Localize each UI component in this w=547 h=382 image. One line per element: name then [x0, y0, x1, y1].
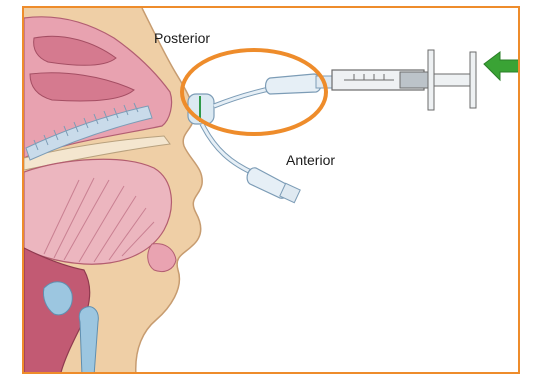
anatomy-illustration	[24, 8, 520, 374]
label-anterior: Anterior	[286, 152, 335, 168]
figure-frame: Posterior Anterior	[22, 6, 520, 374]
syringe	[332, 50, 476, 110]
arrow-left-icon	[484, 52, 520, 80]
posterior-hub	[266, 74, 322, 94]
label-posterior: Posterior	[154, 30, 210, 46]
